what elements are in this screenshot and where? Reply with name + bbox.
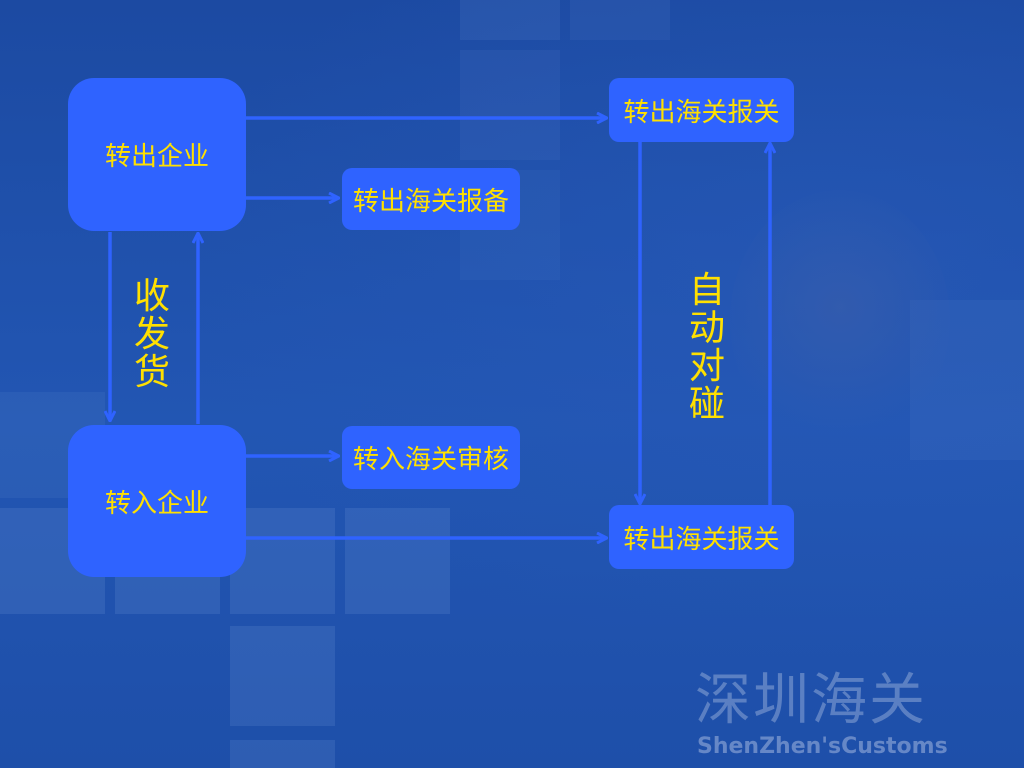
watermark-en: ShenZhen'sCustoms [697, 734, 948, 759]
background-tile [230, 740, 335, 768]
node-out-customs-declare-top: 转出海关报关 [609, 78, 794, 142]
background-tile [570, 0, 670, 40]
background-tile [345, 508, 450, 614]
node-out-customs-declare-bottom: 转出海关报关 [609, 505, 794, 569]
node-in-customs-review: 转入海关审核 [342, 426, 520, 489]
background-tile [460, 50, 560, 160]
background-tile [460, 0, 560, 40]
node-out-customs-filing: 转出海关报备 [342, 168, 520, 230]
label-shipping: 收发货 [133, 276, 170, 393]
label-auto-match: 自动对碰 [688, 270, 725, 425]
node-out-company: 转出企业 [68, 78, 246, 231]
background-tile [230, 508, 335, 614]
watermark-cn: 深圳海关 [695, 668, 927, 733]
node-in-company: 转入企业 [68, 425, 246, 577]
background-photo-figure [730, 190, 950, 450]
background-tile [230, 626, 335, 726]
